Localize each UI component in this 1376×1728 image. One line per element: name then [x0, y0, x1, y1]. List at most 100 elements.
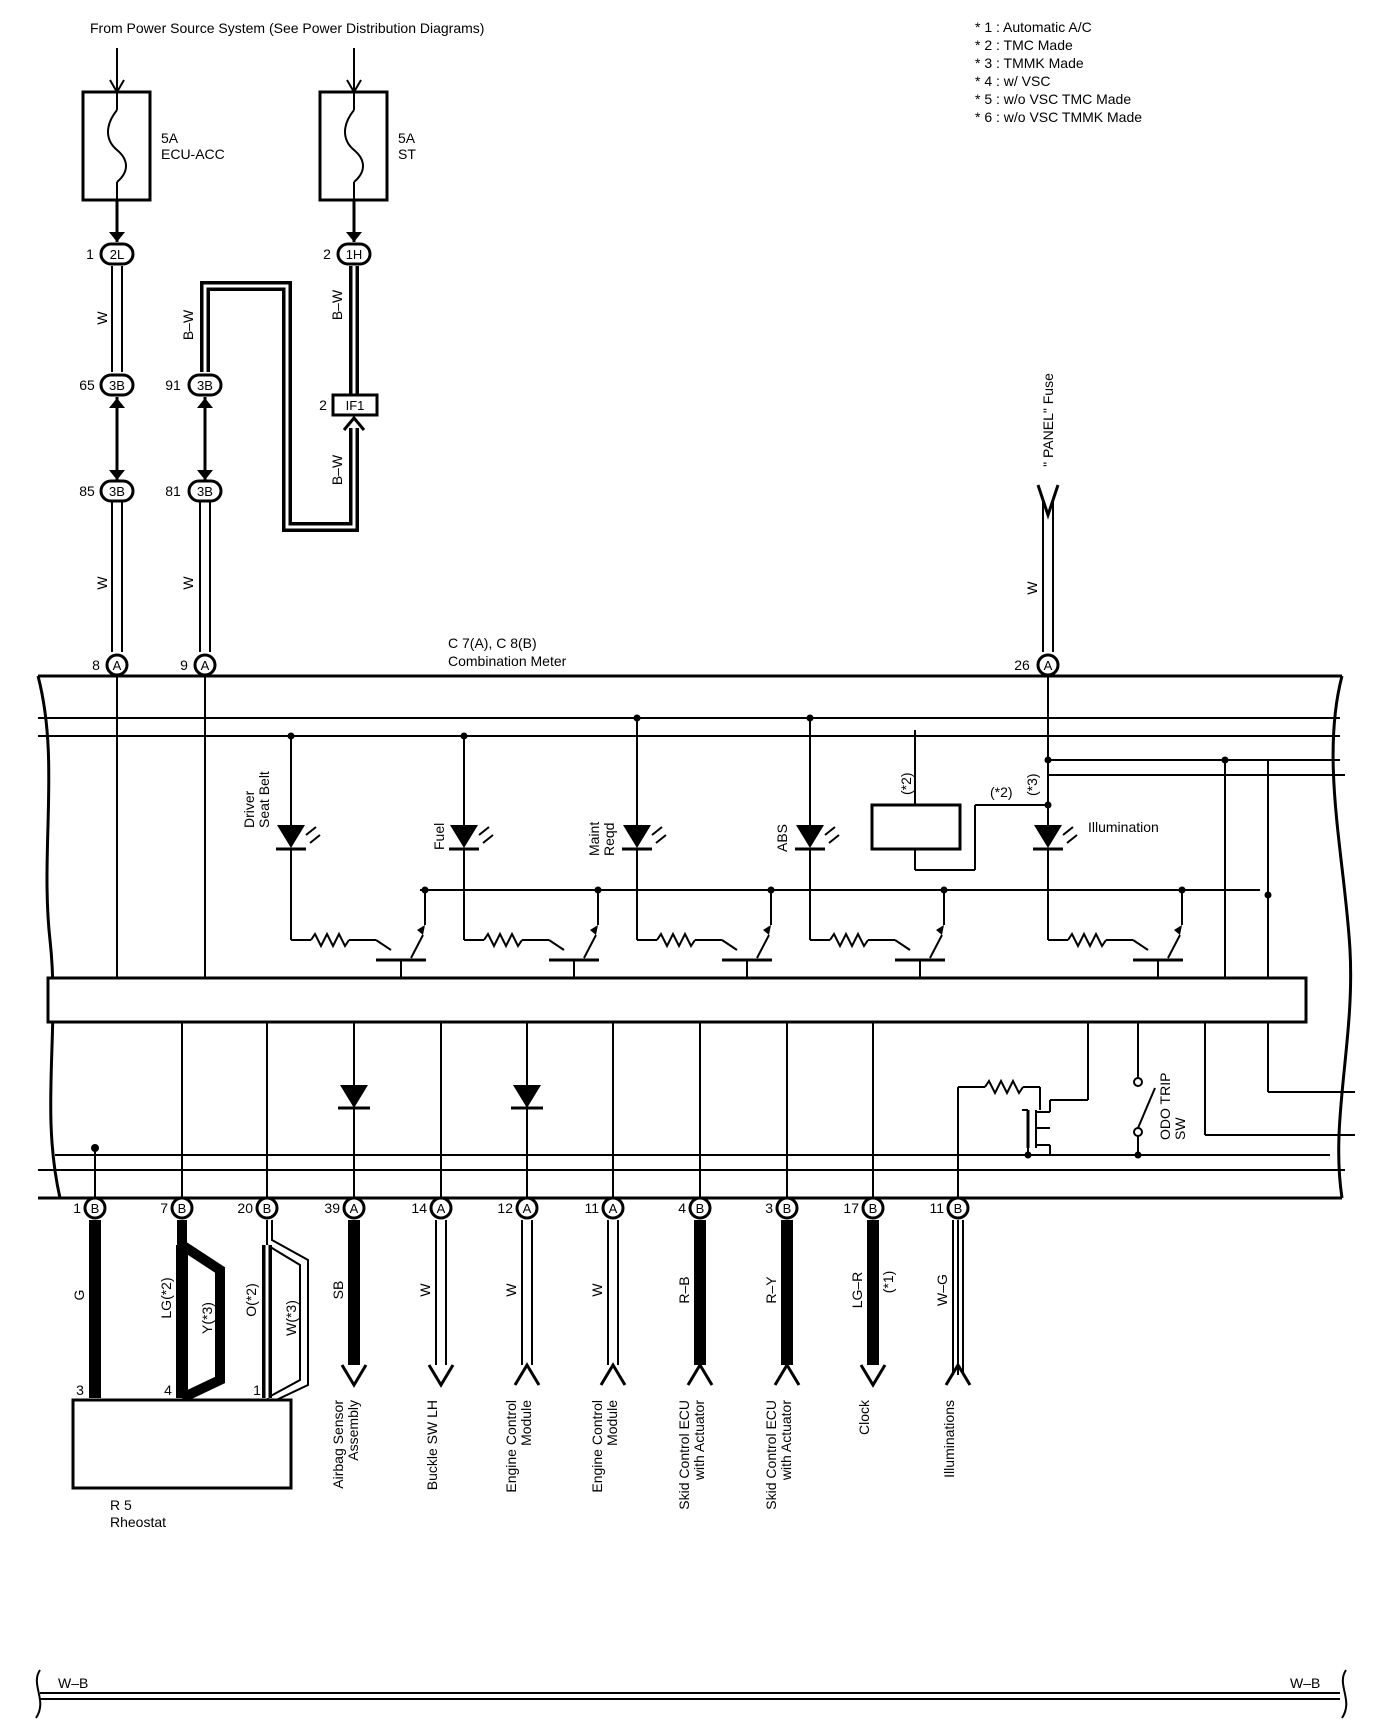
wire-color-label: W	[1024, 581, 1040, 595]
right-returns	[1204, 760, 1355, 1136]
junction-dot	[633, 714, 641, 722]
destination-label: Skid Control ECUwith Actuator	[763, 1400, 794, 1510]
wire-color-label: (*1)	[880, 1271, 896, 1294]
odo-label-line: SW	[1172, 1117, 1188, 1140]
junction-code: 3B	[109, 484, 125, 499]
meter-pin-26: A 26	[1014, 653, 1060, 677]
junction-91: 3B 91	[165, 373, 223, 397]
meter-pin-8: A 8	[92, 653, 129, 677]
panel-fuse-label: " PANEL" Fuse	[1040, 373, 1056, 467]
board-drops	[91, 1022, 874, 1198]
fuse-st: 5A ST	[318, 48, 416, 202]
rheostat-pin: 1	[253, 1382, 261, 1398]
junction-dot	[940, 886, 948, 894]
transistor-collector	[929, 934, 943, 959]
pin-conn: B	[263, 1201, 272, 1216]
indicator-circuit	[795, 714, 948, 978]
wire-color-label: W	[94, 576, 110, 590]
arrow-down-icon	[427, 1364, 455, 1388]
pin-number: 4	[678, 1200, 686, 1216]
junction-dot	[594, 886, 602, 894]
transistor-collector	[1167, 934, 1181, 959]
transistor-arrow	[763, 925, 771, 935]
destination-label-line: Skid Control ECU	[676, 1400, 692, 1510]
pin-conn: A	[201, 658, 210, 673]
junction-dot	[287, 732, 295, 740]
meter-pin-9: A 9	[180, 653, 217, 677]
rheostat-name: Rheostat	[110, 1514, 166, 1530]
illumination-label: Illumination	[1088, 819, 1159, 835]
wire-w-9	[199, 500, 211, 652]
wire-color-label: SB	[330, 1281, 346, 1300]
pin-conn: B	[783, 1201, 792, 1216]
connector-pin: 2	[323, 246, 331, 262]
wire-w-panel	[1036, 484, 1060, 652]
pin-number: 12	[497, 1200, 513, 1216]
destination-label-line: Engine Control	[503, 1400, 519, 1493]
transistor-arrow	[936, 925, 944, 935]
led-icon	[450, 825, 478, 848]
pin-number: 20	[237, 1200, 253, 1216]
junction-dot	[421, 886, 429, 894]
base-lead	[1132, 939, 1149, 951]
pin-number: 14	[411, 1200, 427, 1216]
odo-trip-switch: ODO TRIP SW	[1133, 1022, 1188, 1159]
indicator-label-line: Driver	[241, 790, 257, 828]
led-rays	[651, 826, 667, 844]
transistor-arrow	[590, 925, 598, 935]
pin-conn: A	[350, 1201, 359, 1216]
relay-box-2: (*2) (*2) (*3)	[870, 730, 1048, 871]
led-icon	[796, 825, 824, 848]
indicator-label-maint: Maint Reqd	[586, 818, 617, 856]
pin-number: 26	[1014, 657, 1030, 673]
resistor-icon	[1067, 931, 1107, 949]
destination-label-line: Illuminations	[941, 1400, 957, 1478]
destination-label: Buckle SW LH	[424, 1400, 440, 1490]
junction-code: 3B	[197, 378, 213, 393]
arrow-up-icon	[599, 1362, 627, 1386]
pin-conn: B	[91, 1201, 100, 1216]
pin-number: 3	[765, 1200, 773, 1216]
led-rays	[824, 826, 840, 844]
wire-color-label: W	[417, 1283, 433, 1297]
note-5: * 5 : w/o VSC TMC Made	[975, 91, 1131, 107]
note-2-label: (*2)	[898, 772, 914, 795]
odo-label-line: ODO TRIP	[1157, 1073, 1173, 1140]
indicator-circuit	[1033, 820, 1186, 978]
pin-number: 11	[929, 1200, 944, 1216]
junction-pin: 85	[79, 483, 95, 499]
led-rays	[1062, 826, 1078, 844]
fuse-ecu-acc: 5A ECU-ACC	[81, 48, 225, 202]
pin-number: 17	[843, 1200, 859, 1216]
wire-color-label: LG–R	[849, 1272, 865, 1309]
odo-label: ODO TRIP SW	[1157, 1069, 1188, 1140]
meter-name: Combination Meter	[448, 653, 567, 669]
pin-number: 39	[324, 1200, 340, 1216]
destination-label-line: Clock	[856, 1399, 872, 1435]
arrow-down-icon	[340, 1364, 368, 1388]
bottom-pin: B 20	[237, 1196, 279, 1220]
resistor-icon	[483, 931, 523, 949]
wire-color-label: LG(*2)	[158, 1277, 174, 1318]
combination-meter: C 7(A), C 8(B) Combination Meter A 8 A 9	[36, 635, 1355, 1200]
destination-label-line: with Actuator	[778, 1400, 794, 1481]
arrow-up-icon	[944, 1362, 972, 1386]
junction-81: 3B 81	[165, 479, 223, 503]
indicator-label-abs: ABS	[774, 824, 790, 852]
ground-bus: W–B W–B	[35, 1669, 1348, 1719]
wire-color-label: W(*3)	[283, 1300, 299, 1336]
junction-65: 3B 65	[79, 373, 135, 397]
transistor-collector	[583, 934, 597, 959]
destination-label-line: Engine Control	[589, 1400, 605, 1493]
connector-pin: 2	[319, 397, 327, 413]
pin-number: 8	[92, 657, 100, 673]
wire-color-label: W	[94, 311, 110, 325]
transistor-collector	[410, 934, 424, 959]
rheostat-pin: 3	[76, 1382, 84, 1398]
connector-code: 1H	[346, 247, 363, 262]
destination-label-line: Assembly	[345, 1400, 361, 1461]
